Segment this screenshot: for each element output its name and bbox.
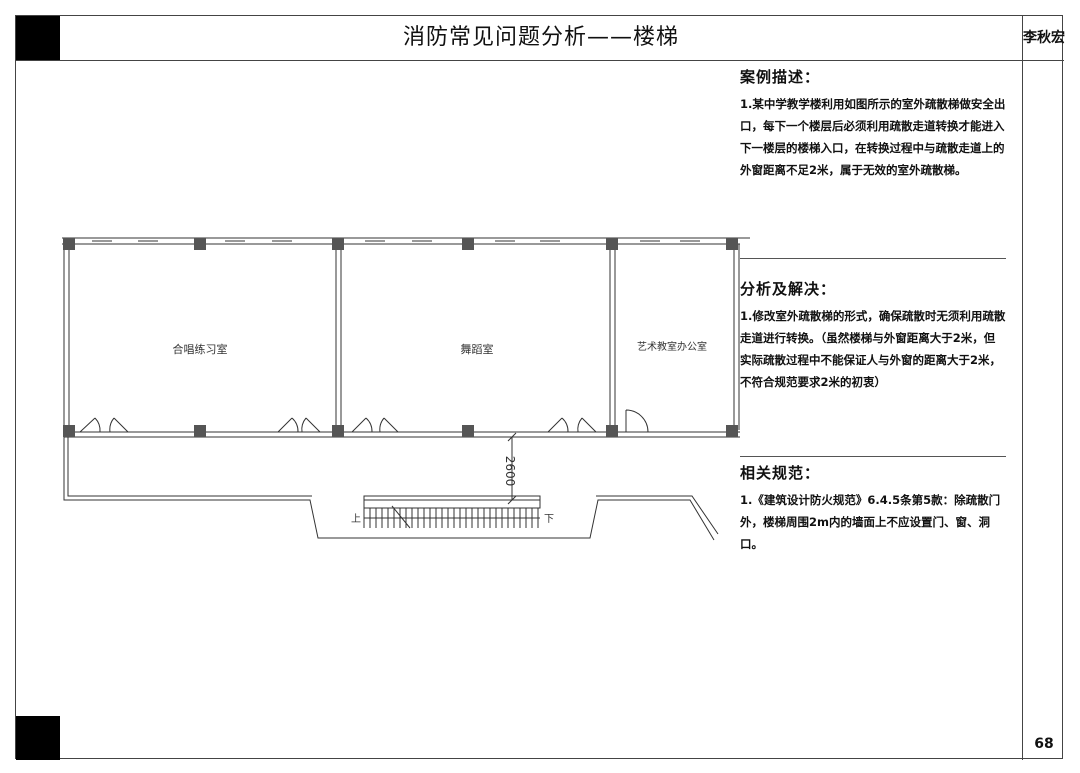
code-heading: 相关规范： [740, 464, 821, 482]
code-section: 相关规范： 1.《建筑设计防火规范》6.4.5条第5款：除疏散门外，楼梯周围2m… [740, 462, 1006, 555]
stair-up-label: 上 [351, 513, 361, 525]
stair-break-line [391, 505, 411, 529]
room-label-art-office: 艺术教室办公室 [637, 340, 707, 353]
analysis-section: 分析及解决： 1.修改室外疏散梯的形式，确保疏散时无须利用疏散走道进行转换。（虽… [740, 278, 1006, 393]
stair-down-label: 下 [544, 514, 554, 525]
case-section: 案例描述： 1.某中学教学楼利用如图所示的室外疏散梯做安全出口，每下一个楼层后必… [740, 66, 1006, 181]
section-divider [740, 456, 1006, 457]
page-title: 消防常见问题分析——楼梯 [402, 25, 679, 50]
corridor-edge-inner [67, 437, 312, 497]
author-name: 李秋宏 [1023, 30, 1065, 46]
analysis-body: 1.修改室外疏散梯的形式，确保疏散时无须利用疏散走道进行转换。（虽然楼梯与外窗距… [740, 309, 1006, 389]
structural-columns [63, 238, 738, 437]
code-body: 1.《建筑设计防火规范》6.4.5条第5款：除疏散门外，楼梯周围2m内的墙面上不… [740, 493, 1001, 551]
page-number: 68 [1034, 736, 1054, 752]
dimension-label: 2600 [503, 456, 517, 487]
analysis-heading: 分析及解决： [740, 280, 837, 298]
document-page: 消防常见问题分析——楼梯 李秋宏 68 [15, 15, 1065, 760]
corner-block-top [16, 16, 60, 60]
corridor-edge [63, 437, 715, 541]
dimension-tick-top [507, 432, 517, 442]
room-label-dance: 舞蹈室 [461, 342, 494, 356]
title-bar: 消防常见问题分析——楼梯 [16, 16, 1064, 61]
section-divider [740, 258, 1006, 259]
corner-block-bottom [16, 716, 60, 760]
stair-landing [363, 495, 541, 509]
case-heading: 案例描述： [740, 68, 821, 86]
corridor-edge-inner-right [596, 495, 719, 535]
door-swings [79, 409, 649, 433]
right-margin-column: 李秋宏 68 [1022, 16, 1065, 760]
floor-plan: 合唱练习室 舞蹈室 艺术教室办公室 2600 上 下 [62, 237, 750, 541]
case-body: 1.某中学教学楼利用如图所示的室外疏散梯做安全出口，每下一个楼层后必须利用疏散走… [740, 97, 1006, 177]
room-label-choir: 合唱练习室 [173, 342, 228, 356]
